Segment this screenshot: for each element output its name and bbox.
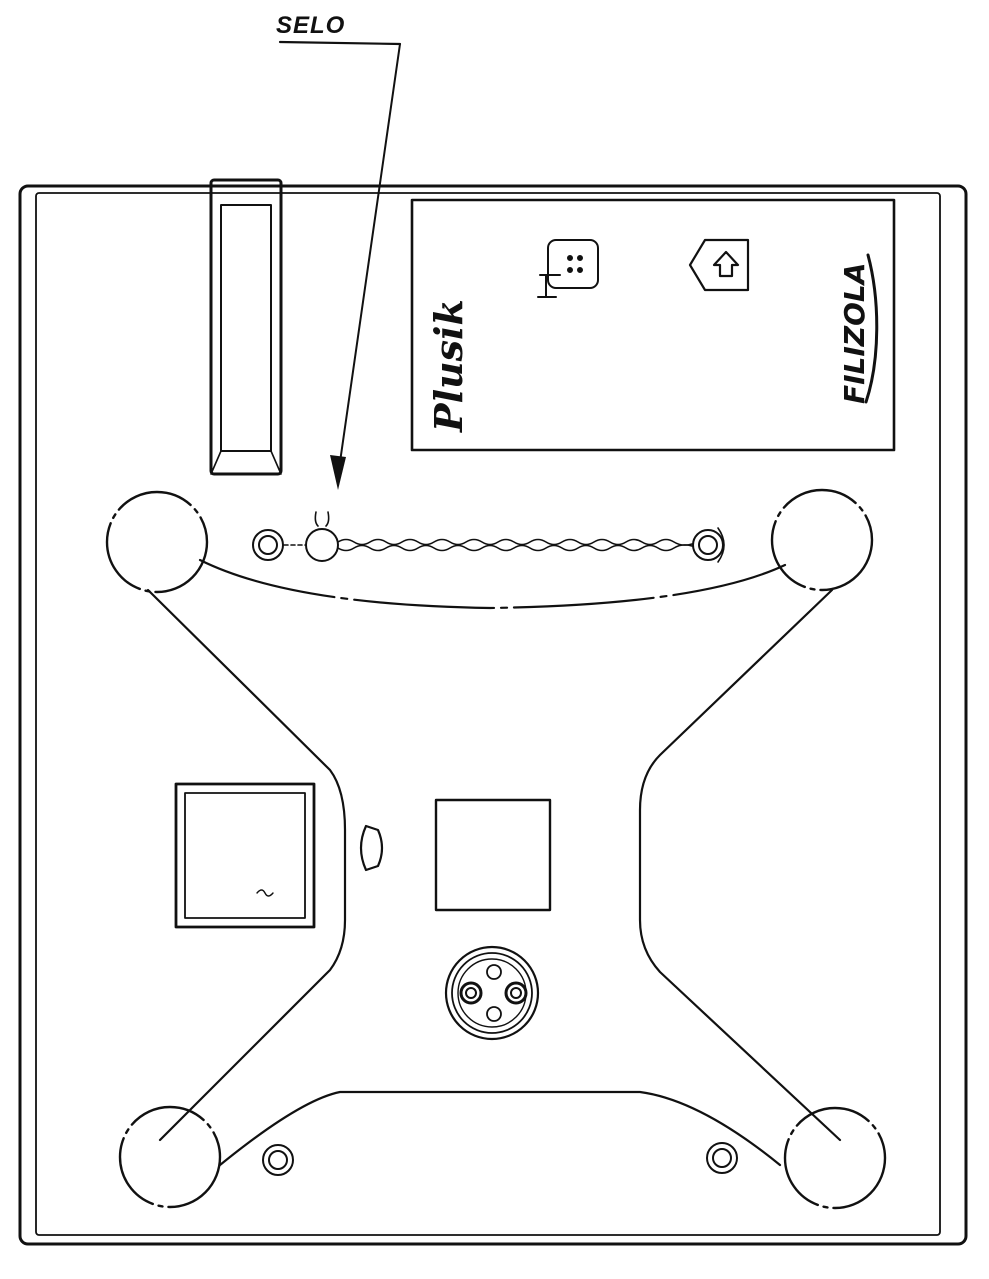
seal-callout-leader <box>278 40 402 490</box>
foot-top-right <box>770 488 874 592</box>
printer-icon <box>537 239 599 298</box>
side-clip <box>359 824 384 872</box>
center-plate <box>434 798 552 912</box>
screw-bottom-right <box>706 1142 738 1174</box>
screw-top-right <box>692 527 725 563</box>
logo-text: FILIZOLA <box>838 263 871 404</box>
handle-slot <box>209 178 283 476</box>
x-frame-outline <box>146 558 842 1167</box>
foot-bottom-right <box>783 1106 887 1210</box>
connector-socket <box>444 945 540 1041</box>
compartment-left <box>174 782 316 929</box>
seal <box>305 511 339 562</box>
screw-top-left <box>252 529 284 561</box>
label-panel <box>410 198 896 452</box>
seal-wire <box>283 538 693 552</box>
up-arrow-key-icon <box>688 238 750 292</box>
brand-text: Plusik <box>426 299 471 433</box>
scale-housing <box>18 184 968 1246</box>
foot-top-left <box>105 490 209 594</box>
foot-bottom-left <box>118 1105 222 1209</box>
screw-bottom-left <box>262 1144 294 1176</box>
seal-callout-label: SELO <box>276 12 346 39</box>
logo-swoosh <box>864 253 879 404</box>
